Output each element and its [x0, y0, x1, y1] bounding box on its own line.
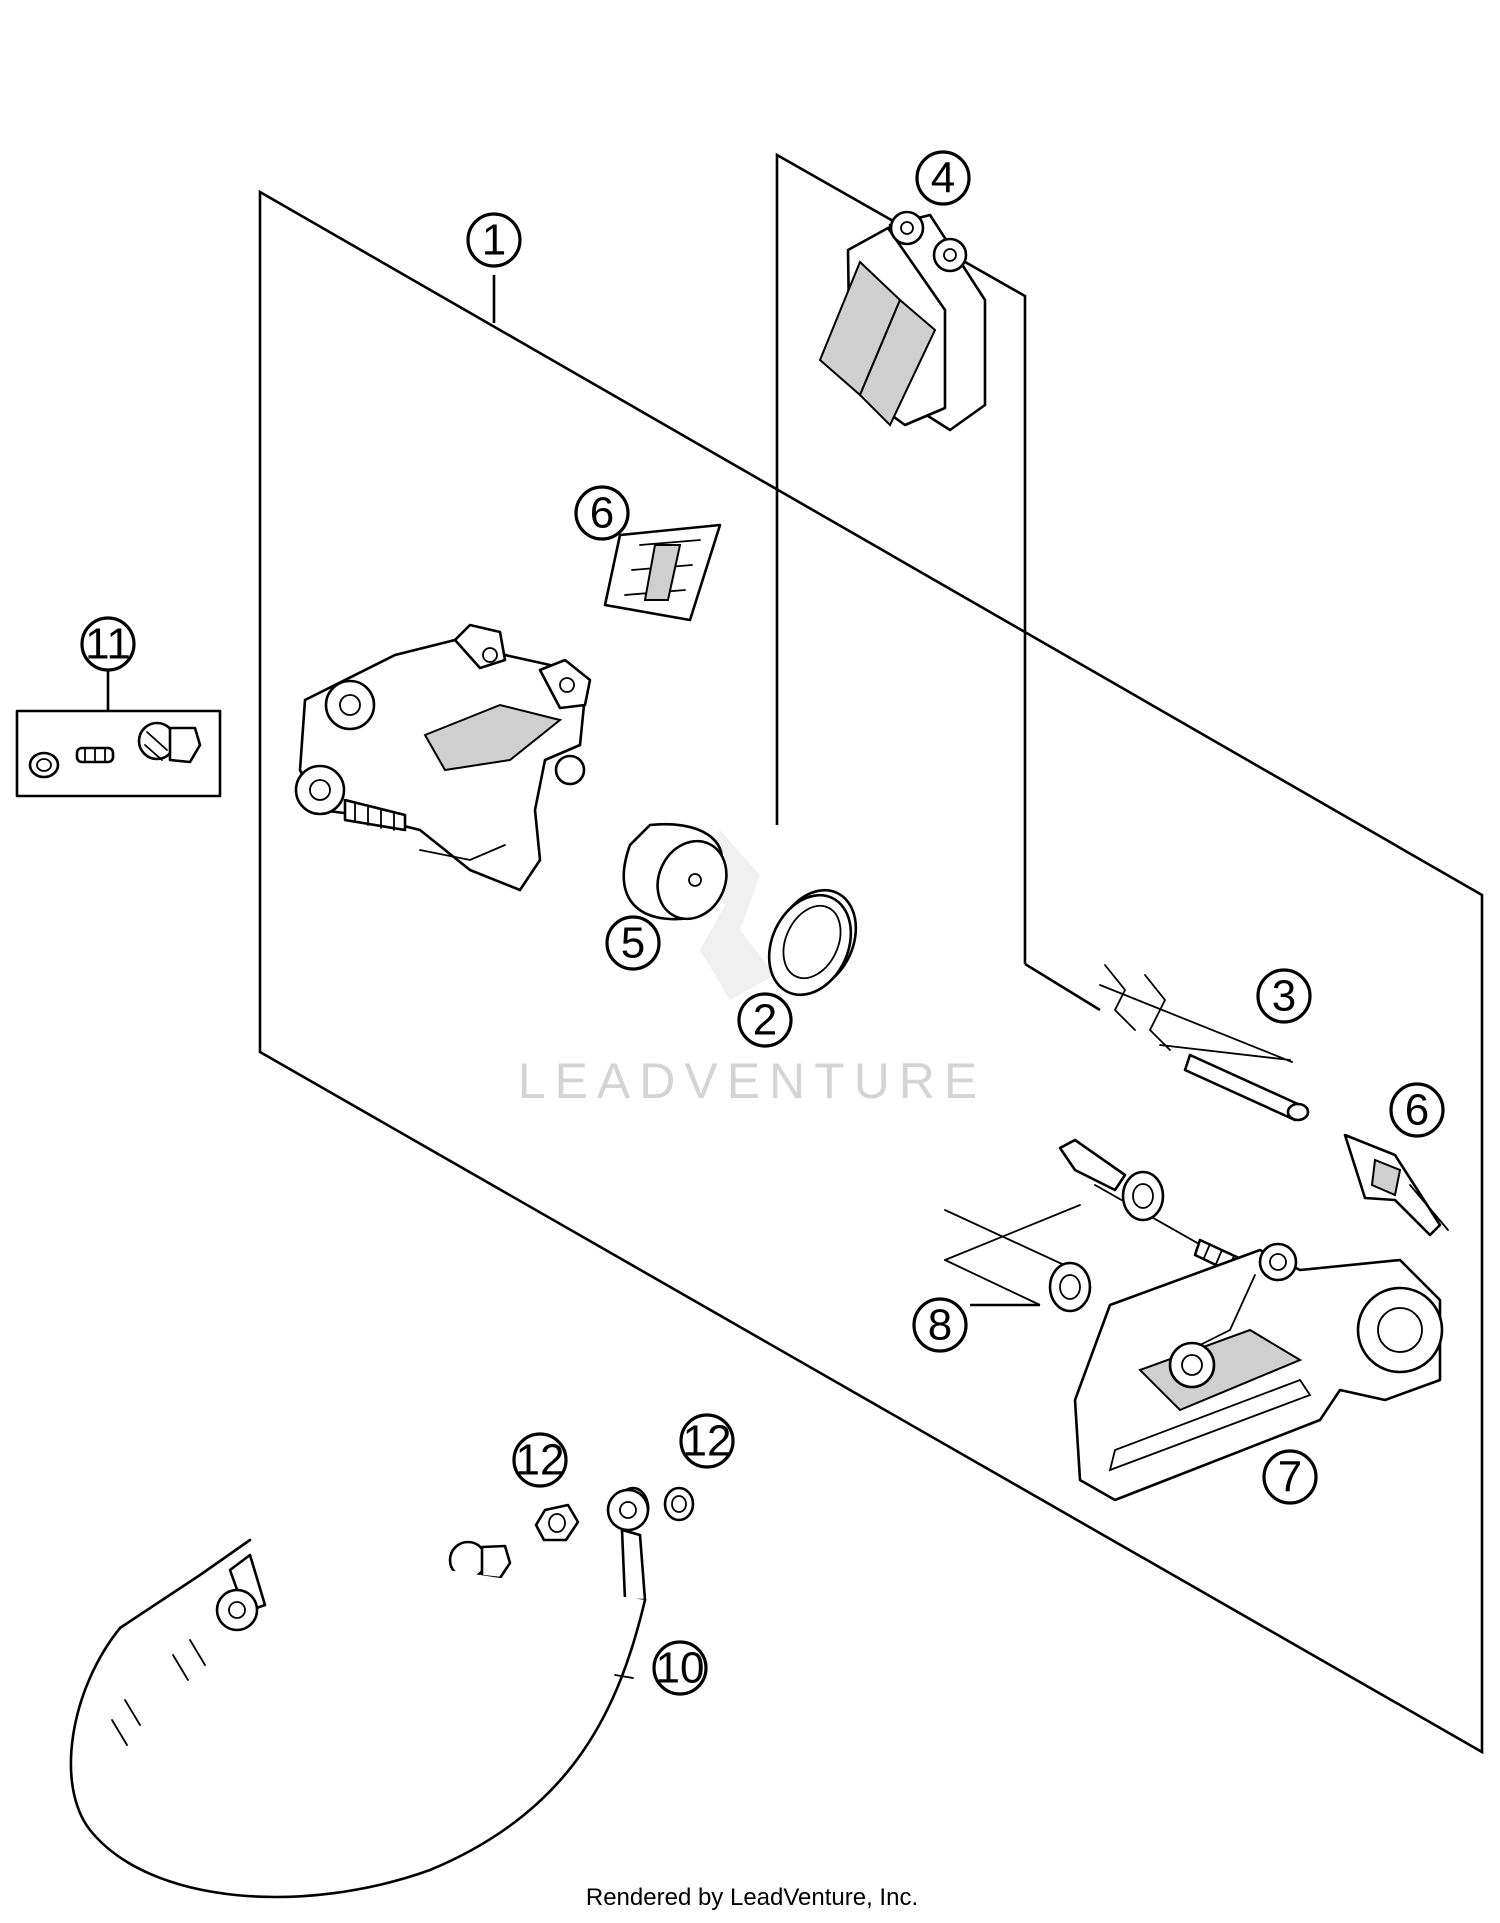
callout-12-right-label: 12: [683, 1417, 732, 1466]
callout-8-label: 8: [928, 1301, 952, 1350]
callout-10-label: 10: [656, 1644, 705, 1693]
callout-5: 5: [605, 915, 661, 971]
callout-7: 7: [1262, 1449, 1318, 1505]
callout-6-upper-label: 6: [590, 489, 614, 538]
callout-11-label: 11: [85, 620, 131, 669]
callout-6-lower-label: 6: [1405, 1086, 1429, 1135]
callout-1: 1: [466, 212, 522, 268]
leader-line-3: [1024, 962, 1101, 1012]
callout-4-label: 4: [931, 154, 955, 203]
bleeder-kit-box: [15, 709, 222, 798]
render-credit: Rendered by LeadVenture, Inc.: [586, 1884, 918, 1911]
caliper-body-part: [294, 623, 592, 892]
callout-10: 10: [652, 1640, 708, 1696]
pad-spring-part-lower: [1343, 1133, 1449, 1237]
callout-8: 8: [912, 1297, 968, 1353]
callout-12-left: 12: [512, 1432, 568, 1488]
piston-part: [622, 822, 728, 921]
callout-2-label: 2: [753, 996, 777, 1045]
pad-pin-part: [1099, 964, 1310, 1122]
callout-3: 3: [1256, 968, 1312, 1024]
callout-4: 4: [915, 150, 971, 206]
callout-3-label: 3: [1272, 972, 1296, 1021]
pad-spring-part-upper: [603, 523, 722, 622]
washer-part-left: [534, 1503, 580, 1542]
callout-5-label: 5: [621, 919, 645, 968]
callout-1-label: 1: [482, 216, 506, 265]
callout-7-label: 7: [1278, 1453, 1302, 1502]
callout-6-lower: 6: [1389, 1082, 1445, 1138]
brake-pads-part: [818, 210, 987, 432]
brake-hose-part: [69, 1486, 650, 1899]
callout-12-left-label: 12: [516, 1436, 565, 1485]
caliper-assembly-frame: [258, 189, 1484, 1755]
watermark-text: LEADVENTURE: [518, 1053, 987, 1109]
caliper-bracket-part: [1073, 1242, 1444, 1502]
callout-12-right: 12: [679, 1413, 735, 1469]
callout-6-upper: 6: [574, 485, 630, 541]
callout-2: 2: [737, 992, 793, 1048]
washer-part-right: [663, 1486, 695, 1522]
callout-11: 11: [80, 616, 136, 672]
seal-rings-part: [767, 888, 858, 997]
